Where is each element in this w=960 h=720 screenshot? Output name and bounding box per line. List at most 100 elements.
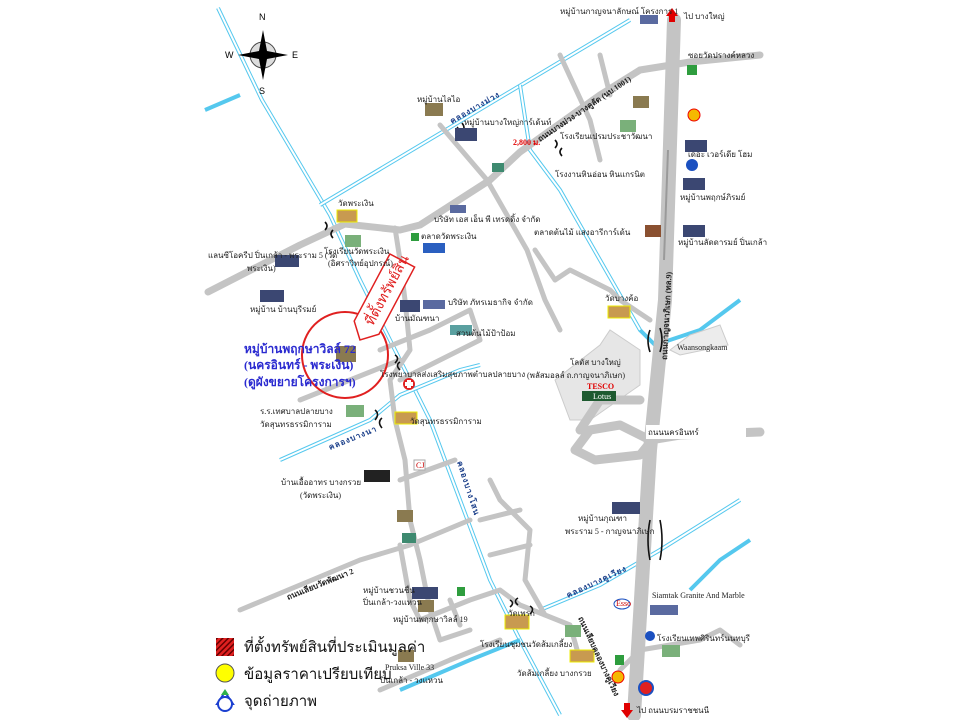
label: หมู่บ้านลัดดารมย์ ปิ่นเกล้า bbox=[678, 236, 767, 248]
roads[interactable] bbox=[204, 51, 764, 693]
shell-icon bbox=[687, 108, 701, 122]
label: หมู่บ้านพฤกษ์ภิรมย์ bbox=[680, 192, 745, 203]
factory-icon bbox=[650, 605, 678, 615]
plant-market-icon bbox=[645, 225, 661, 237]
label: โรงเรียนเปรมประชาวัฒนา bbox=[560, 131, 652, 141]
label: หมู่บ้านกุณฑา bbox=[578, 514, 627, 524]
label: ซอยวัดปรางค์หลวง bbox=[688, 50, 754, 60]
compass-rose-icon bbox=[238, 30, 288, 80]
canals bbox=[204, 7, 752, 716]
label: วัดเพรก bbox=[508, 609, 535, 618]
house-icon bbox=[412, 587, 438, 599]
house-icon bbox=[633, 96, 649, 108]
seven-eleven-icon bbox=[687, 65, 697, 75]
label: Siamtak Granite And Marble bbox=[652, 591, 745, 600]
house-icon bbox=[336, 346, 356, 362]
factory-icon bbox=[423, 300, 445, 309]
seven-eleven-icon bbox=[411, 233, 419, 241]
label: พระเงิน) bbox=[247, 264, 276, 273]
label: สวนต้นไม้ป้าป้อม bbox=[456, 329, 516, 338]
label: หมู่บ้านบางใหญ่การ์เด้นท์ bbox=[464, 117, 551, 128]
landmark-icons bbox=[260, 15, 707, 696]
factory-icon bbox=[640, 15, 658, 24]
road-label: ถนนนครอินทร์ bbox=[648, 427, 699, 437]
temple-icon bbox=[336, 209, 358, 223]
label: วัดสุนทรธรรมิการาม bbox=[260, 420, 332, 429]
tops-icon bbox=[402, 533, 416, 543]
legend-label: ที่ตั้งทรัพย์สินที่ประเมินมูลค่า bbox=[244, 636, 425, 656]
label: แลนซีโอครีป ปิ่นเกล้า - พระราม 5 (วัด bbox=[208, 249, 337, 260]
compass-n: N bbox=[259, 12, 266, 22]
camera-point-marker-icon bbox=[215, 689, 235, 712]
label: ร.ร.เทศบาลปลายบาง bbox=[260, 407, 333, 416]
factory-icon bbox=[450, 205, 466, 213]
esso-icon bbox=[613, 598, 631, 610]
subject-property-circle[interactable] bbox=[301, 311, 389, 399]
label: วัดพระเงิน bbox=[338, 199, 374, 208]
label: โรงเรียนวัดพระเงิน bbox=[324, 246, 390, 256]
road-label: ถนนเลียบวัดพัฒนา 2 bbox=[285, 566, 355, 602]
tesco-label: TESCO bbox=[587, 382, 614, 391]
house-icon bbox=[400, 300, 420, 312]
school-icon bbox=[620, 120, 636, 132]
label: หมู่บ้านกาญจนาลักษณ์ โครงการ 1 bbox=[560, 6, 678, 17]
label: หมู่บ้านไลไอ bbox=[417, 95, 461, 105]
label: ปิ่นเกล้า-วงแหวน bbox=[362, 596, 422, 607]
temple-icon bbox=[394, 411, 418, 425]
esso-label: Esso bbox=[616, 599, 631, 608]
temple-icon bbox=[504, 614, 530, 630]
lotus-logo bbox=[582, 391, 616, 401]
distance-label: 2,800 ม. bbox=[513, 138, 540, 147]
label: ไป ถนนบรมราชชนนี bbox=[636, 706, 710, 715]
market-icon bbox=[423, 243, 445, 253]
school-icon bbox=[662, 645, 680, 657]
lotus-label: Lotus bbox=[593, 392, 611, 401]
house-icon bbox=[275, 255, 299, 267]
label: โรงเรียนเทพศิรินทร์นนทบุรี bbox=[657, 633, 751, 643]
house-icon bbox=[685, 140, 707, 152]
label: ตลาดวัดพระเงิน bbox=[421, 232, 477, 241]
house-icon bbox=[425, 103, 443, 116]
yellow-circle-icon bbox=[215, 663, 235, 683]
seven-eleven-icon bbox=[615, 655, 624, 665]
label: ตลาดต้นไม้ แสงอารีการ์เด้น bbox=[534, 227, 631, 237]
label: โลตัส บางใหญ่ bbox=[570, 357, 621, 367]
school-icon bbox=[565, 625, 581, 637]
label: วัดบางค้อ bbox=[605, 294, 639, 303]
subject-project-note: (ดูผังขยายโครงการฯ) bbox=[244, 374, 356, 390]
label: (อิศราวิทย์อุปกรณ์) bbox=[328, 258, 393, 268]
house-icon bbox=[612, 502, 640, 514]
subject-project-name: หมู่บ้านพฤกษาวิลล์ 72 bbox=[244, 342, 356, 357]
canal-label: คลองบางโสน bbox=[455, 460, 482, 517]
label: โรงพยาบาลส่งเสริมสุขภาพตำบลปลายบาง bbox=[380, 369, 525, 379]
label: หมู่บ้านชวนชื่น bbox=[363, 584, 415, 596]
house-icon bbox=[397, 510, 413, 522]
label: บ้านเอื้ออาทร บางกรวย bbox=[281, 476, 361, 487]
label: โรงงานหินอ่อน หินแกรนิต bbox=[555, 169, 645, 179]
compass-e: E bbox=[292, 50, 298, 60]
label: หมู่บ้าน บ้านบุรีรมย์ bbox=[250, 304, 316, 315]
waansongkaam-area bbox=[669, 324, 729, 356]
temple-icon bbox=[607, 305, 631, 319]
subject-project-area: (นครอินทร์ - พระเงิน) bbox=[244, 358, 353, 372]
cj-label: CJ bbox=[416, 461, 424, 470]
label: บ้านมัณฑนา bbox=[395, 314, 439, 323]
house-icon bbox=[398, 650, 414, 662]
label: Pruksa Ville 33 bbox=[385, 663, 434, 672]
canal-label: คลองบางคูเวียง bbox=[565, 563, 629, 601]
label: (พลัสมอลล์ ถ.กาญจนาภิเษก) bbox=[527, 370, 625, 380]
label: วัดสุนทรธรรมิการาม bbox=[410, 417, 482, 426]
label: บริษัท เอส เอ็น พี เทรดดิ้ง จำกัด bbox=[434, 213, 540, 224]
temple-icon bbox=[569, 649, 595, 663]
label: (วัดพระเงิน) bbox=[300, 491, 341, 500]
compass-s: S bbox=[259, 86, 265, 96]
label: พระราม 5 - กาญจนาภิเษก bbox=[565, 527, 655, 536]
red-hatched-square-icon bbox=[216, 638, 234, 656]
arrow-down-icon bbox=[621, 703, 633, 718]
label: ปิ่นเกล้า - วงแหวน bbox=[379, 674, 443, 685]
shell-icon bbox=[611, 670, 625, 684]
bridges bbox=[324, 122, 663, 615]
seven-eleven-icon bbox=[457, 587, 465, 596]
label: ไป บางใหญ่ bbox=[683, 12, 725, 21]
